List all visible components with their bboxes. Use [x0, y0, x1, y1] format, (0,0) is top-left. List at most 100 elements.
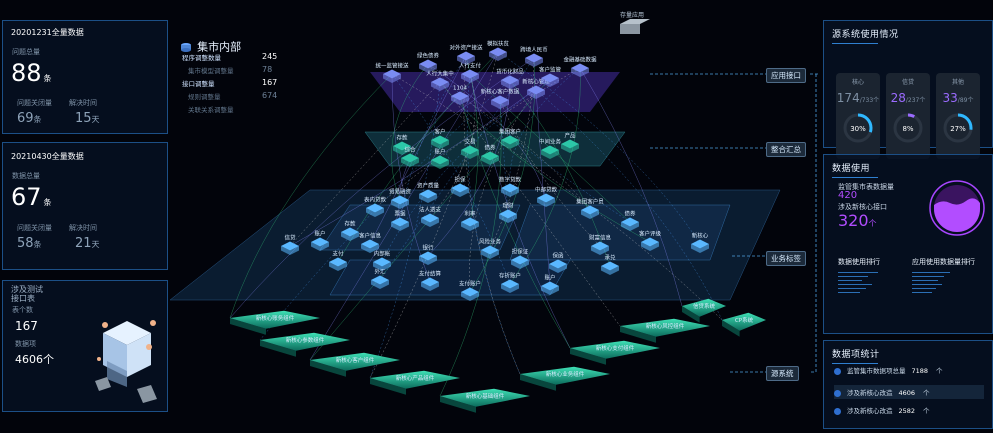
usage-ranking-list: [838, 269, 898, 296]
business-node[interactable]: 客户评级: [639, 230, 662, 252]
app-node[interactable]: 新核心管理: [522, 78, 550, 100]
item-label: 涉及新核心改造: [847, 407, 893, 415]
business-node[interactable]: 存折账户: [499, 272, 521, 294]
app-node[interactable]: 跨境人民币: [520, 46, 548, 68]
business-node[interactable]: 外汇: [371, 268, 389, 290]
connection-line: [229, 73, 393, 319]
business-node[interactable]: 客户信息: [359, 232, 382, 254]
business-node[interactable]: 支付结算: [419, 270, 442, 292]
app-node[interactable]: 模拟扶贫: [487, 40, 510, 62]
source-system-block[interactable]: 新核心账务组件: [230, 310, 320, 335]
source-system-label: 新核心账务组件: [256, 314, 295, 322]
source-system-block[interactable]: 信贷系统: [682, 298, 726, 323]
business-node[interactable]: 承兑: [601, 254, 619, 276]
connection-line: [509, 67, 581, 189]
business-node[interactable]: 担保: [451, 176, 469, 198]
layer-tag-business-label[interactable]: 业务标签: [766, 251, 806, 266]
source-system-block[interactable]: 新核心基础组件: [440, 388, 530, 413]
stat-label: 解决时间: [69, 99, 97, 107]
node-label: 统一监管接送: [375, 62, 409, 70]
source-system-block[interactable]: 新核心支付组件: [570, 340, 660, 365]
business-node[interactable]: 内部帐: [373, 250, 391, 272]
node-label: 1104: [453, 86, 467, 92]
business-node[interactable]: 表内贷款: [364, 196, 387, 218]
summary-node[interactable]: 账户: [431, 148, 449, 170]
app-node[interactable]: 人行大集中: [426, 70, 454, 92]
source-system-block[interactable]: CP系统: [722, 312, 766, 337]
stat-label: 接口调整量: [182, 80, 215, 88]
business-node[interactable]: 账户: [541, 274, 559, 296]
source-system-block[interactable]: 新核心客户组件: [310, 352, 400, 377]
metric-label: 问题总量: [12, 48, 40, 56]
source-system-block[interactable]: 新核心参数组件: [260, 332, 350, 357]
cube-illustration: [95, 320, 157, 403]
business-node[interactable]: 保函: [549, 252, 567, 274]
summary-node[interactable]: 客户: [431, 128, 449, 150]
card-title: 20201231全量数据: [11, 28, 84, 37]
summary-node[interactable]: 存款: [393, 134, 411, 156]
summary-node[interactable]: 产品: [561, 132, 579, 154]
summary-node[interactable]: 交易: [461, 138, 479, 160]
summary-node[interactable]: 中间业务: [539, 138, 562, 160]
business-node[interactable]: 信贷: [281, 234, 299, 256]
system-name: 信贷: [901, 79, 914, 86]
source-system-block[interactable]: 新核心产品组件: [370, 370, 460, 395]
app-node[interactable]: 金融基础数据: [563, 56, 597, 78]
business-node[interactable]: 财富信息: [589, 234, 612, 256]
node-label: 跨境人民币: [520, 46, 548, 54]
node-label: 贸易融资: [389, 188, 412, 196]
node-label: 新核心管理: [522, 78, 550, 86]
business-node[interactable]: 法人透支: [419, 206, 442, 228]
business-node[interactable]: 集团客户员: [576, 198, 604, 220]
panel-title: 数据使用: [824, 155, 992, 178]
layer-tag-source-system[interactable]: 源系统: [766, 366, 799, 381]
source-system-block[interactable]: 新核心风控组件: [620, 318, 710, 343]
stat-label: 解决时间: [69, 224, 97, 232]
business-node[interactable]: 支付: [329, 250, 347, 272]
app-node[interactable]: 1104: [451, 86, 469, 106]
node-label: 集团客户员: [576, 198, 604, 206]
usage-ring-gauge: 30%: [843, 113, 873, 143]
business-node[interactable]: 贸易融资: [389, 188, 412, 210]
business-node[interactable]: 银行: [419, 244, 437, 266]
business-node[interactable]: 存款: [341, 220, 359, 242]
source-usage-card[interactable]: 其他 33/89个 27%: [936, 73, 980, 159]
item-unit: 个: [923, 389, 930, 397]
app-node[interactable]: 对外资产接送: [449, 44, 483, 66]
app-node[interactable]: 人行支付: [459, 62, 482, 84]
source-system-label: 新核心基础组件: [466, 392, 505, 400]
summary-node[interactable]: 集团客户: [499, 128, 521, 150]
summary-node[interactable]: 债券: [481, 144, 499, 166]
business-node[interactable]: 风险业务: [479, 238, 502, 260]
app-node[interactable]: 新核心客户数据: [481, 88, 520, 110]
layer-tag-app-interface[interactable]: 应用接口: [766, 68, 806, 83]
business-node[interactable]: 利率: [461, 210, 479, 232]
item-count: 4606个: [15, 353, 54, 366]
usage-ring-gauge: 8%: [893, 113, 923, 143]
app-node[interactable]: 货币化财品: [496, 68, 524, 90]
source-system-block[interactable]: 新核心业务组件: [520, 366, 610, 391]
business-node[interactable]: 新核心: [691, 232, 709, 254]
business-node[interactable]: 担保证: [511, 248, 529, 270]
metric-label: 涉及新核心接口: [838, 203, 887, 211]
business-node[interactable]: 中邮贷款: [535, 186, 558, 208]
app-node[interactable]: 统一监管接送: [375, 62, 409, 84]
app-node[interactable]: 绿色债券: [417, 52, 440, 74]
business-node[interactable]: 数字贷款: [499, 176, 522, 198]
business-node[interactable]: 资产质量: [417, 182, 440, 204]
source-usage-card[interactable]: 信贷 28/237个 8%: [886, 73, 930, 159]
layer-tag-integration[interactable]: 整合汇总: [766, 142, 806, 157]
business-node[interactable]: 债券: [621, 210, 639, 232]
business-node[interactable]: 账户: [311, 230, 329, 252]
source-usage-card[interactable]: 核心 174/733个 30%: [836, 73, 880, 159]
storage-app-icon: [620, 19, 650, 34]
app-node[interactable]: 客户监管: [539, 66, 562, 88]
business-node[interactable]: 支付账户: [459, 280, 481, 302]
summary-node[interactable]: 综合: [401, 146, 419, 168]
business-node[interactable]: 票据: [391, 210, 409, 232]
business-node[interactable]: 理财: [499, 202, 517, 224]
node-label: 银行: [422, 244, 434, 252]
